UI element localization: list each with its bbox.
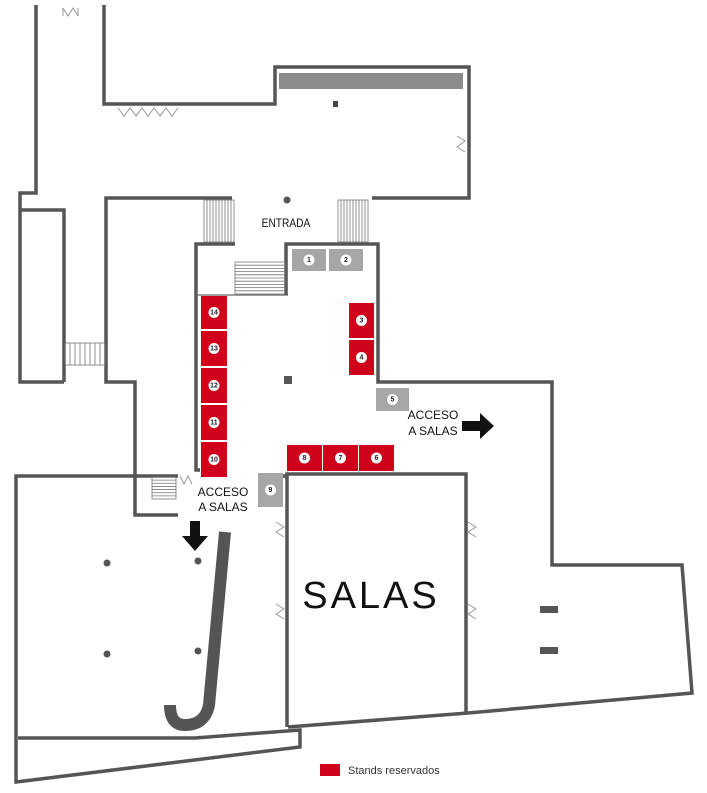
stand-2: 2 bbox=[329, 249, 363, 271]
stand-badge-5 bbox=[387, 394, 398, 405]
walls bbox=[14, 5, 694, 784]
stand-12: 12 bbox=[201, 368, 227, 403]
stairs-entrance-left bbox=[203, 199, 235, 243]
stand-8: 8 bbox=[287, 445, 322, 471]
ramp bbox=[164, 531, 231, 732]
door-salas-4 bbox=[467, 603, 477, 620]
stand-4: 4 bbox=[349, 340, 374, 375]
access-left-line1: ACCESO bbox=[198, 485, 249, 499]
stand-number-1: 1 bbox=[307, 257, 311, 264]
stand-1: 1 bbox=[292, 249, 326, 271]
legend-swatch bbox=[320, 764, 340, 776]
arrow-down-icon bbox=[182, 521, 208, 551]
stand-badge-10 bbox=[208, 454, 220, 465]
door-salas-1 bbox=[275, 521, 285, 538]
columns bbox=[103, 196, 558, 658]
door-lower bbox=[179, 474, 193, 486]
stairs bbox=[64, 199, 369, 500]
bench-2 bbox=[540, 647, 558, 654]
column-entrance bbox=[283, 196, 291, 204]
door-corridor bbox=[117, 107, 179, 117]
wall-top-corridor bbox=[18, 5, 64, 384]
stand-badge-4 bbox=[356, 352, 367, 363]
stand-7: 7 bbox=[323, 445, 358, 471]
stand-number-3: 3 bbox=[360, 318, 364, 325]
stand-badge-11 bbox=[208, 417, 220, 428]
wall-left-block bbox=[20, 208, 66, 382]
stand-badge-3 bbox=[356, 315, 367, 326]
stand-number-14: 14 bbox=[210, 310, 218, 317]
stand-number-5: 5 bbox=[391, 397, 395, 404]
stairs-entrance-right bbox=[337, 199, 369, 243]
stand-number-10: 10 bbox=[210, 457, 218, 464]
arrow-right-icon bbox=[462, 413, 494, 439]
stand-3: 3 bbox=[349, 303, 374, 338]
stand-number-7: 7 bbox=[339, 455, 343, 462]
stand-9: 9 bbox=[258, 473, 283, 507]
column-lobby bbox=[284, 376, 292, 384]
stand-badge-14 bbox=[208, 307, 220, 318]
stand-number-6: 6 bbox=[375, 455, 379, 462]
column-4 bbox=[194, 647, 202, 655]
stand-number-12: 12 bbox=[210, 383, 218, 390]
column-2 bbox=[194, 557, 202, 565]
pillar bbox=[333, 101, 338, 107]
stand-badge-12 bbox=[208, 380, 220, 391]
door-salas-3 bbox=[467, 521, 477, 538]
entrance-label: ENTRADA bbox=[262, 217, 311, 230]
stand-6: 6 bbox=[359, 445, 394, 471]
stairs-left-block bbox=[64, 342, 106, 366]
wall-lobby-left bbox=[104, 196, 232, 517]
stand-badge-13 bbox=[208, 343, 220, 354]
stand-badge-8 bbox=[299, 452, 310, 464]
wall-landing bbox=[194, 242, 235, 472]
legend: Stands reservados bbox=[320, 764, 440, 777]
stand-badge-2 bbox=[340, 254, 352, 266]
door-salas-2 bbox=[275, 603, 285, 620]
stand-number-11: 11 bbox=[210, 420, 218, 427]
wall-lower-hall bbox=[14, 474, 302, 784]
stand-14: 14 bbox=[201, 296, 227, 329]
stairs-landing bbox=[234, 261, 286, 295]
bench-1 bbox=[540, 606, 558, 613]
doors bbox=[62, 7, 477, 620]
column-1 bbox=[103, 559, 111, 567]
access-right-line2: A SALAS bbox=[408, 424, 457, 438]
stand-badge-1 bbox=[303, 254, 315, 266]
stand-number-2: 2 bbox=[344, 257, 348, 264]
door-top-left bbox=[62, 7, 79, 17]
door-right bbox=[456, 135, 466, 153]
wall-salas bbox=[285, 472, 468, 727]
stand-number-8: 8 bbox=[303, 455, 307, 462]
access-left-line2: A SALAS bbox=[198, 500, 247, 514]
access-right-line1: ACCESO bbox=[408, 408, 459, 422]
stand-number-13: 13 bbox=[210, 346, 218, 353]
stand-badge-6 bbox=[371, 452, 382, 464]
stand-badge-9 bbox=[265, 484, 276, 496]
stand-10: 10 bbox=[201, 442, 227, 477]
stand-number-9: 9 bbox=[269, 487, 273, 494]
stand-badge-7 bbox=[335, 452, 346, 464]
wall-top-corridor-inner bbox=[102, 5, 471, 200]
wall-stand-block bbox=[284, 242, 694, 729]
legend-label: Stands reservados bbox=[348, 765, 440, 777]
stand-11: 11 bbox=[201, 405, 227, 440]
column-3 bbox=[103, 650, 111, 658]
halls-label: SALAS bbox=[302, 575, 440, 617]
top-bar bbox=[279, 73, 463, 89]
stand-5: 5 bbox=[376, 388, 409, 411]
stairs-lower bbox=[151, 476, 177, 500]
stand-number-4: 4 bbox=[360, 355, 364, 362]
stand-13: 13 bbox=[201, 331, 227, 366]
